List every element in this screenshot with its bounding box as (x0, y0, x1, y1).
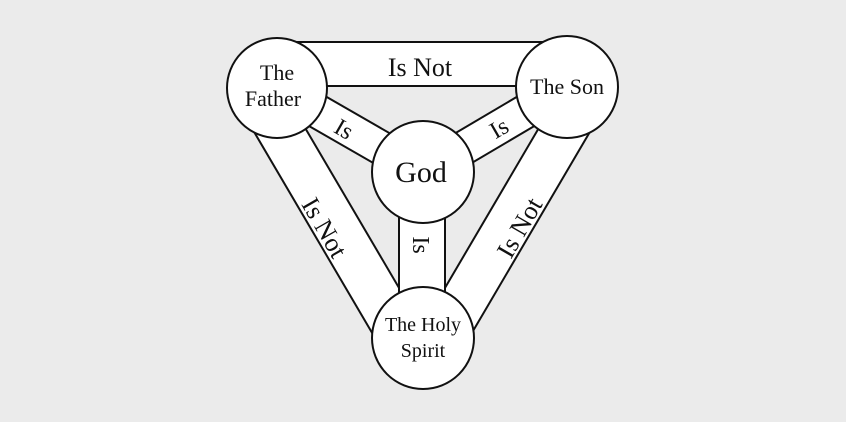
node-spirit-line2: Spirit (401, 340, 446, 362)
link-spirit-god-label: Is (407, 236, 433, 253)
link-father-son-label: Is Not (388, 53, 453, 82)
node-son-label: The Son (530, 74, 604, 99)
node-god-label: God (395, 156, 447, 189)
node-father-line1: The (260, 60, 294, 85)
node-son: The Son (515, 35, 619, 139)
node-spirit-line1: The Holy (385, 314, 461, 336)
node-father-line2: Father (245, 86, 302, 111)
node-father: The Father (226, 37, 328, 139)
node-holy-spirit: The Holy Spirit (371, 286, 475, 390)
node-god: God (371, 120, 475, 224)
